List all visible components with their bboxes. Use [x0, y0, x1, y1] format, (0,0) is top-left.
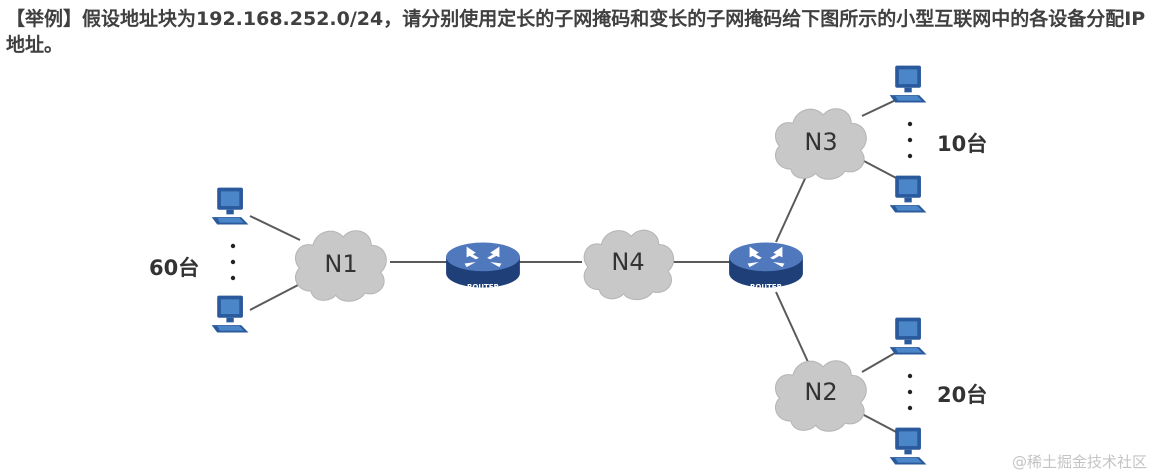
ellipsis-dots — [907, 121, 913, 159]
computer-icon — [889, 175, 927, 213]
computer-icon — [211, 187, 249, 225]
network-n3-label: N3 — [804, 128, 837, 156]
question-text: 【举例】假设地址块为192.168.252.0/24，请分别使用定长的子网掩码和… — [6, 8, 1146, 56]
link-r2-n3 — [775, 171, 809, 243]
watermark: @稀土掘金技术社区 — [1011, 453, 1147, 471]
network-n2-label: N2 — [804, 378, 837, 406]
n2-hosts: 20台 — [889, 317, 987, 465]
links — [249, 97, 901, 435]
router-icon — [446, 242, 520, 288]
router-r1-label: ROUTER — [467, 283, 500, 291]
computer-icon — [211, 295, 249, 333]
computer-icon — [889, 65, 927, 103]
computer-icon — [889, 317, 927, 355]
n1-host-count: 60台 — [149, 256, 199, 280]
network-n1-label: N1 — [324, 250, 357, 278]
link-n3-host-top — [861, 97, 901, 117]
n2-host-count: 20台 — [937, 383, 987, 407]
link-r2-n2 — [775, 291, 809, 363]
network-n4: N4 — [583, 229, 675, 301]
ellipsis-dots — [230, 243, 236, 281]
link-n1-host-top — [249, 215, 301, 241]
computer-icon — [889, 427, 927, 465]
link-n3-host-bottom — [861, 159, 901, 181]
network-n4-label: N4 — [611, 248, 644, 276]
router-r2: ROUTER — [729, 242, 803, 291]
ellipsis-dots — [907, 373, 913, 411]
link-n2-host-bottom — [861, 413, 901, 435]
link-n2-host-top — [861, 349, 901, 373]
n3-host-count: 10台 — [937, 132, 987, 156]
network-n3: N3 — [774, 108, 867, 180]
network-n2: N2 — [774, 360, 867, 432]
n3-hosts: 10台 — [889, 65, 987, 213]
router-r2-label: ROUTER — [750, 283, 783, 291]
network-n1: N1 — [294, 230, 387, 302]
router-r1: ROUTER — [446, 242, 520, 291]
n1-hosts: 60台 — [149, 187, 249, 333]
link-n1-host-bottom — [249, 283, 301, 311]
router-icon — [729, 242, 803, 288]
